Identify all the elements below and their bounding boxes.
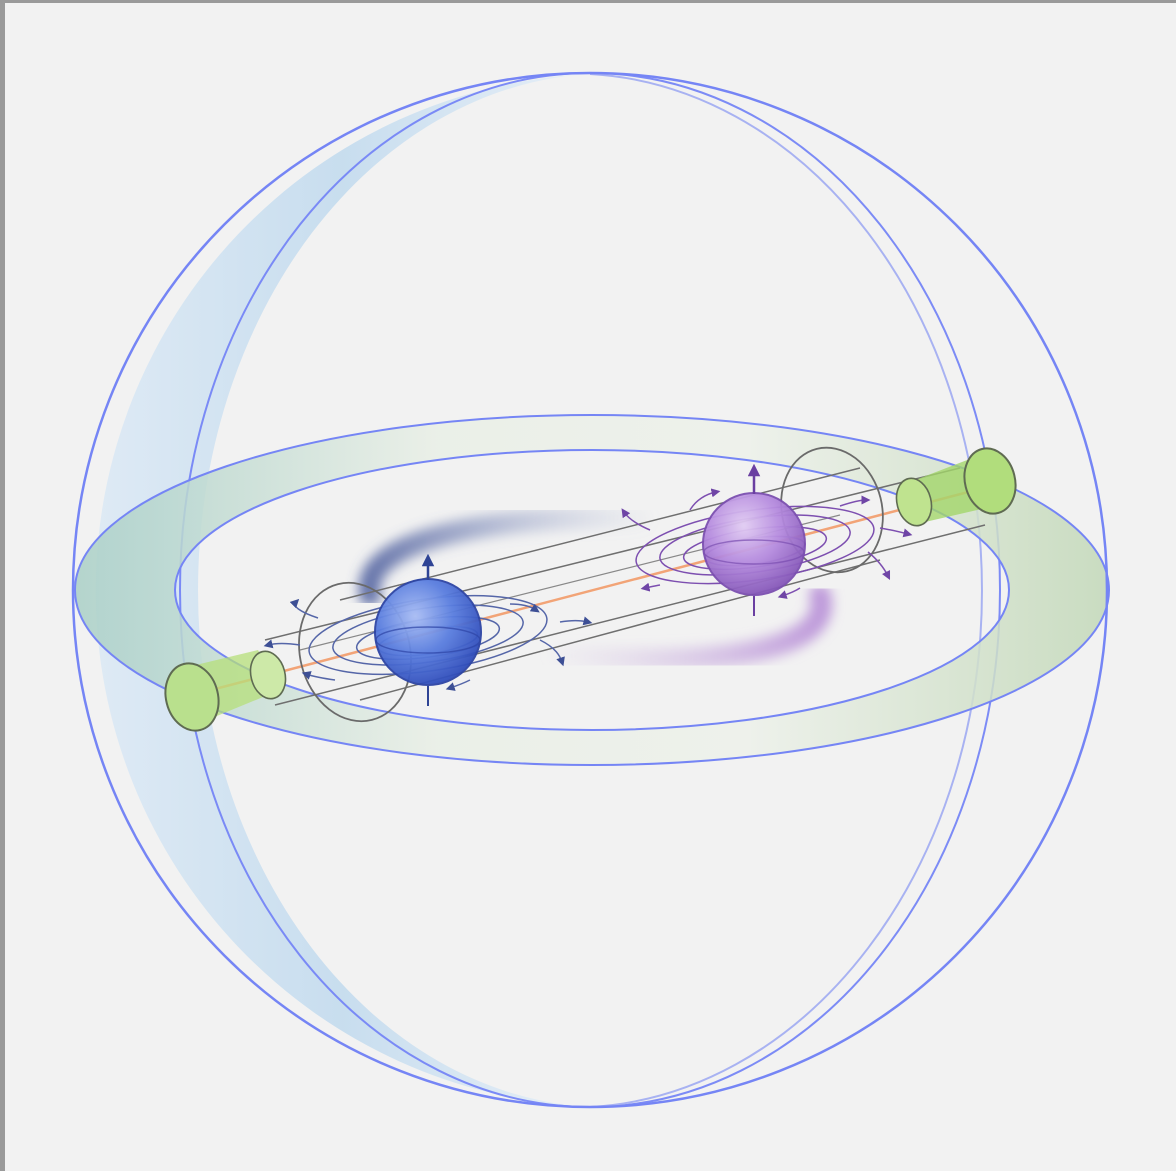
- orbit-trail-purple: [549, 584, 833, 671]
- equator-band: [74, 414, 1110, 766]
- left-cylinder-icon: [164, 650, 287, 732]
- left-sphere-icon: [374, 578, 482, 686]
- orbit-trail-blue: [358, 506, 651, 606]
- left-body-group: [263, 553, 593, 723]
- right-cylinder-icon: [895, 447, 1017, 527]
- outer-sphere: [71, 71, 1109, 1109]
- right-body-group: [621, 446, 913, 616]
- meridian-band: [95, 72, 1001, 1108]
- axis-lines: [191, 467, 996, 706]
